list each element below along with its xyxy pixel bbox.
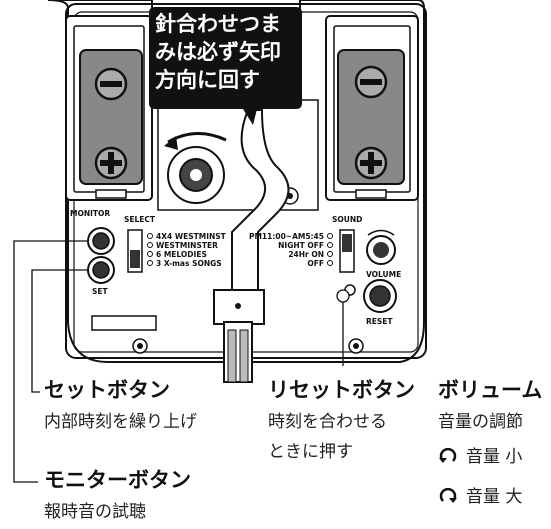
reset-button-title: リセットボタン: [268, 378, 415, 402]
volume-desc: 音量の調節: [438, 412, 523, 432]
monitor-button-title: モニターボタン: [44, 468, 191, 492]
reset-button-desc-2: ときに押す: [268, 442, 353, 462]
sound-mode-4: OFF: [307, 259, 324, 268]
volume-label: VOLUME: [366, 270, 401, 279]
volume-high-label: 音量 大: [466, 487, 523, 507]
set-label: SET: [92, 287, 109, 296]
sound-label: SOUND: [332, 215, 362, 224]
melody-option-4: 3 X-mas SONGS: [156, 259, 222, 268]
melody-option-2: WESTMINSTER: [156, 241, 218, 250]
callout-line-1: 針合わせつま: [155, 12, 281, 36]
battery-right: [325, 15, 419, 201]
volume-low-label: 音量 小: [466, 447, 523, 467]
callout-line-2: みは必ず矢印: [155, 40, 281, 64]
volume-low-row: 音量 小: [438, 442, 522, 467]
reset-label: RESET: [366, 317, 393, 326]
monitor-button-desc: 報時音の試聴: [44, 502, 146, 522]
volume-title: ボリューム: [438, 378, 543, 402]
reset-button-desc-1: 時刻を合わせる: [268, 412, 387, 432]
battery-left: [65, 15, 153, 201]
set-button-desc: 内部時刻を繰り上げ: [44, 412, 197, 432]
sound-mode-3: 24Hr ON: [288, 250, 324, 259]
select-label: SELECT: [124, 215, 156, 224]
leader-lines: [13, 240, 350, 483]
time-setting-knob: [157, 99, 319, 211]
sound-mode-1: PM11:00~AM5:45: [249, 232, 324, 241]
melody-option-1: 4X4 WESTMINST: [156, 232, 227, 241]
counterclockwise-arrow-icon: [439, 447, 457, 463]
callout-line-3: 方向に回す: [155, 68, 260, 92]
set-button-title: セットボタン: [44, 378, 170, 402]
monitor-label: MONITOR: [70, 209, 110, 218]
clockwise-arrow-icon: [439, 487, 457, 503]
callout-bubble: [149, 7, 302, 125]
sound-mode-2: NIGHT OFF: [278, 241, 324, 250]
melody-option-3: 6 MELODIES: [156, 250, 207, 259]
volume-high-row: 音量 大: [438, 482, 522, 507]
